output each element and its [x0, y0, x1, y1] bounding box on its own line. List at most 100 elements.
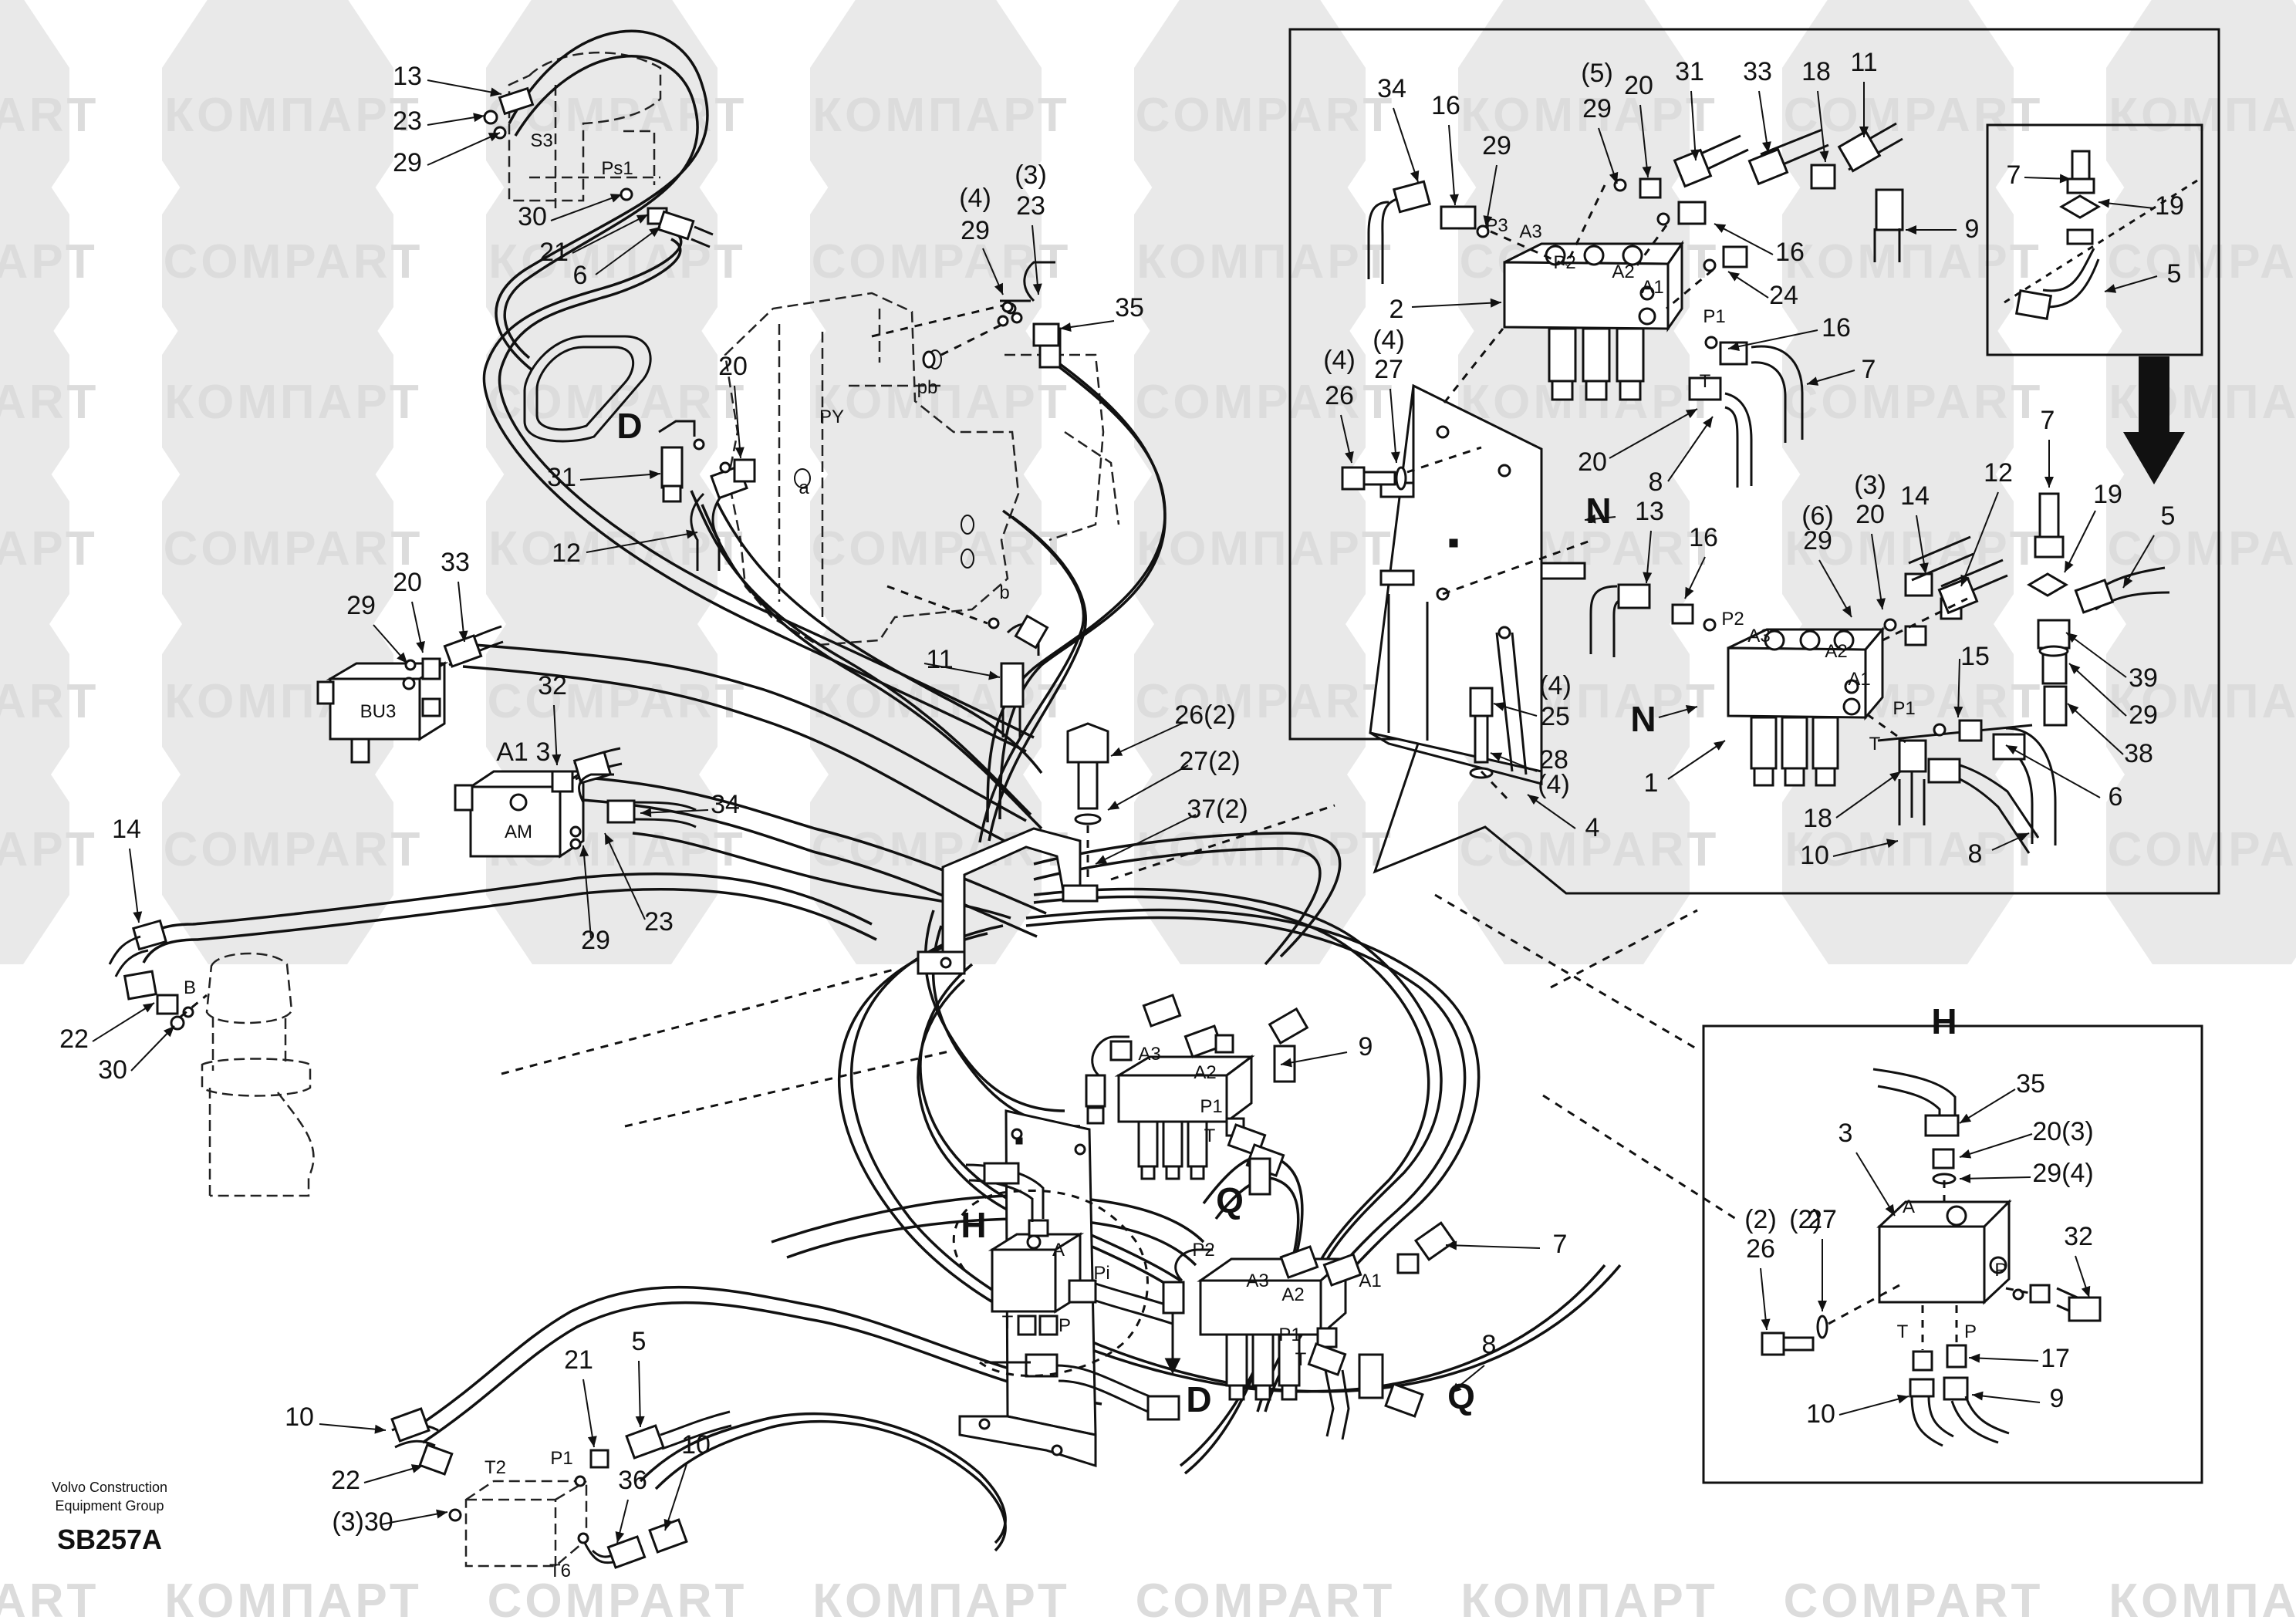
leader-arrowhead [1906, 225, 1916, 235]
leader-arrowhead [615, 1531, 625, 1543]
inset-h-part-number: 10 [1806, 1399, 1835, 1429]
company-line-1: Volvo Construction [52, 1480, 167, 1495]
inset-n-port-label: T [1700, 371, 1711, 392]
inset-n-part-number: 20 [1624, 71, 1653, 100]
watermark-word: COMPART [1784, 1574, 2044, 1620]
leader-arrowhead [1728, 272, 1741, 282]
inset-n-part-number: 5 [2161, 501, 2176, 531]
main-part-number: 3 [536, 737, 551, 767]
hose-bundle [137, 29, 1622, 1552]
main-port-label: P1 [550, 1448, 572, 1469]
watermark-word: КОМПАРТ [812, 1574, 1069, 1620]
inset-h-port-label: P [1964, 1321, 1977, 1342]
view-letter: Q [1216, 1180, 1244, 1220]
leader-arrowhead [1410, 170, 1420, 182]
watermark-word: КОМПАРТ [2109, 1574, 2296, 1620]
main-port-label: pb [917, 377, 938, 398]
main-part-number: (4) [959, 184, 991, 213]
inset-h-part-number: 3 [1838, 1119, 1853, 1148]
inset-n-part-number: 20 [1855, 500, 1885, 529]
leader-arrowhead [2065, 560, 2074, 572]
inset-n-hoses [1341, 122, 2170, 854]
leader-arrowhead [2017, 833, 2029, 842]
main-part-number: A1 [496, 737, 528, 767]
watermark-word: COMPART [812, 522, 1072, 575]
leader-line [595, 226, 661, 275]
watermark-word: КОМПАРТ [1136, 235, 1393, 289]
watermark-word: COMPART [1136, 89, 1396, 142]
inset-h-title: H [1931, 1001, 1957, 1041]
inset-h-frame [1702, 1024, 2203, 1484]
leader-arrowhead [2006, 745, 2018, 755]
inset-n-port-label: T [1869, 734, 1881, 754]
leader-line [1971, 1394, 2041, 1403]
main-part-number: 5 [632, 1327, 647, 1356]
watermark-hexagon [162, 733, 393, 964]
view-letter: D [1186, 1379, 1211, 1419]
main-port-label: P [1059, 1315, 1071, 1336]
leader-arrowhead [397, 652, 407, 663]
leader-arrowhead [1032, 283, 1042, 295]
inset-n-part-number: 4 [1585, 813, 1600, 842]
watermark-word: КОМПАРТ [0, 235, 98, 289]
inset-n-port-label: A3 [1747, 626, 1770, 646]
main-part-number: 6 [573, 261, 588, 290]
main-part-number: 23 [393, 106, 422, 136]
inset-n-part-number: 16 [1431, 91, 1460, 120]
leader-line [2068, 663, 2127, 717]
leader-arrowhead [1685, 704, 1697, 714]
main-part-number: 23 [1016, 191, 1045, 221]
leader-line [1959, 1176, 2031, 1180]
leader-arrowhead [2081, 1285, 2091, 1298]
leader-arrowhead [1761, 141, 1771, 153]
inset-n-part-number: (4) [1323, 346, 1356, 375]
inset-n-part-number: 28 [1539, 745, 1568, 775]
leader-arrowhead [1281, 1058, 1292, 1068]
watermark-word: КОМПАРТ [1460, 1574, 1717, 1620]
bottom-left-valve [390, 1407, 732, 1569]
leader-arrowhead [1642, 166, 1652, 177]
watermark-word: КОМПАРТ [1784, 823, 2041, 876]
leader-arrowhead [1953, 706, 1963, 717]
valve-group-q-lower [1162, 1221, 1457, 1440]
leader-arrowhead [163, 1026, 174, 1038]
leader-line [2065, 632, 2127, 678]
leader-arrowhead [609, 194, 622, 203]
leader-line [1871, 533, 1883, 610]
inset-h-valve-block-3 [1761, 1068, 2102, 1447]
leader-arrowhead [579, 845, 589, 857]
watermark-word: COMPART [164, 522, 424, 575]
leader-arrowhead [635, 1416, 645, 1427]
watermark-word: КОМПАРТ [1784, 522, 2041, 575]
leader-line [1448, 124, 1456, 206]
watermark-word: COMPART [1460, 823, 1720, 876]
main-part-number: 37(2) [1187, 795, 1248, 824]
leader-arrowhead [1703, 417, 1713, 428]
main-port-label: S3 [530, 130, 552, 151]
leader-arrowhead [1585, 514, 1596, 524]
watermark-word: КОМПАРТ [488, 522, 745, 575]
inset-n-part-number: 7 [2041, 406, 2055, 435]
leader-arrows [92, 79, 2158, 1544]
inset-n-part-number: 29 [1803, 526, 1832, 555]
main-part-number: 11 [926, 645, 953, 674]
watermark-word: COMPART [812, 235, 1072, 289]
main-port-label: T2 [485, 1457, 506, 1478]
leader-arrowhead [1483, 215, 1493, 227]
leader-line [572, 214, 649, 254]
inset-n-part-number: 6 [2109, 782, 2123, 812]
main-part-number: 35 [1115, 293, 1144, 322]
main-port-label: T6 [549, 1561, 571, 1581]
main-part-number: 33 [441, 548, 470, 577]
main-part-number: 7 [1553, 1230, 1568, 1259]
inset-n-part-number: N [1585, 491, 1611, 531]
main-port-label: A2 [1194, 1062, 1216, 1083]
inset-n-part-number: 9 [1965, 214, 1980, 244]
leader-arrowhead [587, 1436, 597, 1447]
leader-line [1959, 1088, 2016, 1124]
inset-h-port-label: Pi [1994, 1260, 2011, 1281]
leader-line [640, 809, 709, 814]
leader-arrowhead [1886, 839, 1898, 849]
leader-arrowhead [1896, 1394, 1909, 1404]
leader-arrowhead [605, 833, 614, 845]
